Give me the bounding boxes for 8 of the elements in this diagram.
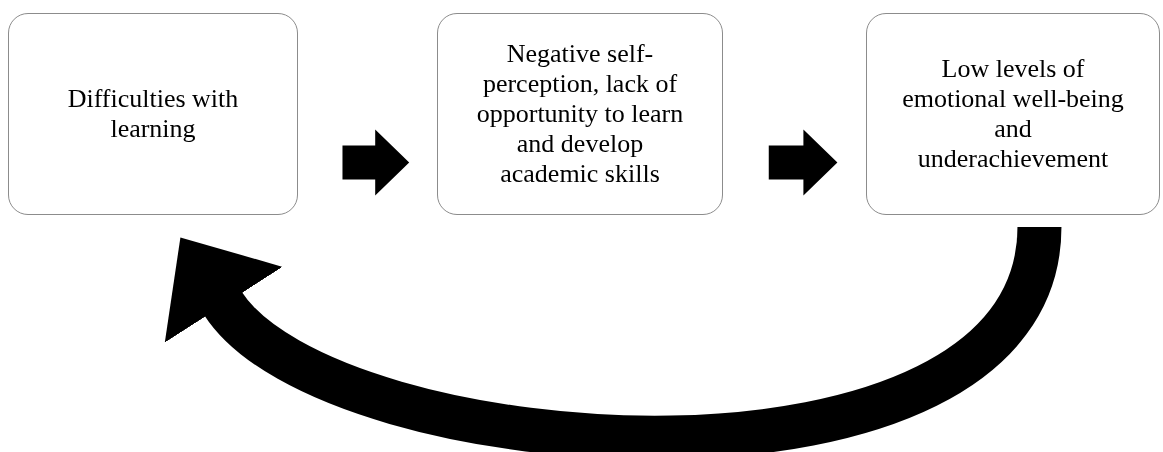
process-box <box>8 13 298 215</box>
block-arrow <box>768 129 838 196</box>
process-box <box>437 13 723 215</box>
box-text: Negative self-perception, lack of opportunity to learn and develop academic skills <box>475 38 685 190</box>
process-box <box>866 13 1160 215</box>
box-text: Low levels of emotional well-being and underachievement <box>901 53 1125 175</box>
block-arrow <box>342 129 410 196</box>
box-text: Difficulties with learning <box>66 83 240 145</box>
